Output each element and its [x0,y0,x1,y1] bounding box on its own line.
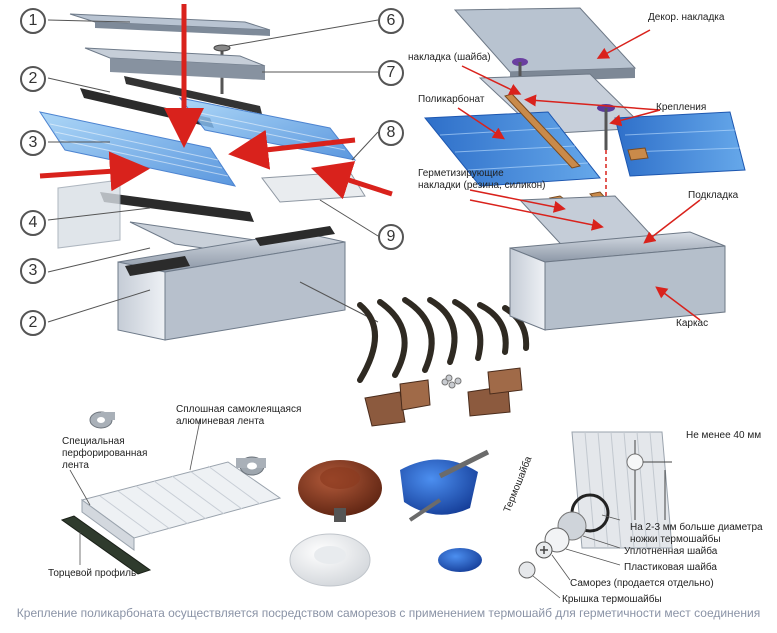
callout-4: 4 [20,210,46,236]
exploded-assembly-right [423,7,746,331]
hole [626,453,644,471]
label-frame: Каркас [676,318,709,329]
red-arrow-in-left [39,151,150,192]
label-diameter-note: На 2-3 мм больше диаметра ножки термошай… [630,522,763,545]
label-decor-cover: Декор. накладка [648,12,725,23]
sheet-and-tapes [60,411,282,575]
tape-roll-large [236,456,266,476]
label-min-40: Не менее 40 мм [686,430,762,441]
screw-cross [540,546,548,554]
red-arrow-left [228,129,356,170]
figure-caption: Крепление поликарбоната осуществляется п… [16,606,761,620]
right-pointers [457,29,701,321]
label-sealing-pads: Герметизирующие накладки (резина, силико… [418,168,546,191]
white-bracket [261,171,366,203]
callout-leaders [47,19,379,323]
seal-strip-lower [100,192,254,222]
arched-profiles [357,297,530,383]
blue-sheet-right [614,111,746,177]
exploded-assembly-left [38,4,393,341]
label-plastic-washer: Пластиковая шайба [624,562,717,573]
schematic-leaders [532,514,621,599]
frame-side [544,245,726,331]
schematic-sheet [571,431,673,549]
label-screw: Саморез (продается отдельно) [570,578,714,589]
base-profile-face [110,58,265,80]
frame-rubber [125,256,190,276]
blue-cap [438,548,482,572]
callout-3b: 3 [20,258,46,284]
label-underlay: Подкладка [688,190,739,201]
label-washer-cap: Крышка термошайбы [562,594,662,605]
thermo-washer-schematic [518,431,673,599]
end-profile-bar [60,515,152,575]
schematic-ribs [584,431,661,549]
label-polycarbonate: Поликарбонат [418,94,485,105]
sheet-ribs [99,465,261,535]
label-special-tape: Специальная перфорированная лента [62,436,148,471]
thermo-washers [289,449,490,587]
brown-thermo-washer [298,460,382,522]
tape-roll-small [89,411,115,429]
red-arrow-in-right [310,161,393,200]
label-solid-tape: Сплошная самоклеящаяся алюминевая лента [176,404,302,427]
white-ring-washer [289,533,371,587]
label-end-profile: Торцевой профиль [48,568,137,579]
blue-thermo-washer [400,449,490,522]
corner-brackets [364,367,523,427]
honeycomb-sheet-side [81,499,135,551]
frame-box-back [57,179,121,249]
callout-1: 1 [20,8,46,34]
label-fasteners: Крепления [656,102,707,113]
sealing-pad-4 [627,147,649,161]
callout-8: 8 [378,120,404,146]
frame-rubber-2 [255,226,335,246]
label-washer-cover: накладка (шайба) [408,52,491,63]
frame-face [509,247,546,331]
callout-7: 7 [378,60,404,86]
label-sealed-washer: Уплотненная шайба [624,546,718,557]
seal-strip-top-2 [124,76,262,114]
washer-cap-disc [518,561,536,579]
callout-6: 6 [378,8,404,34]
callout-2b: 2 [20,310,46,336]
frame-box-side [164,241,346,341]
callout-9: 9 [378,224,404,250]
callout-2: 2 [20,66,46,92]
screw-6-head [213,44,231,52]
callout-3: 3 [20,130,46,156]
bottom-left-leaders [69,419,201,565]
